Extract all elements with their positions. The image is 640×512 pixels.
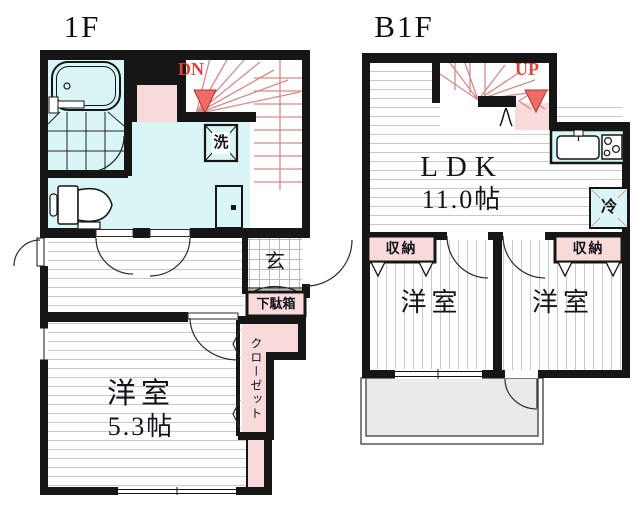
stove-icon	[601, 134, 623, 160]
entrance-label: 玄	[265, 250, 285, 273]
stairs-up-label: UP	[515, 58, 539, 79]
entrance-tile	[248, 234, 302, 292]
washing-machine-box	[203, 123, 239, 163]
door-arc-bath	[87, 135, 125, 173]
walls-b1f	[362, 53, 630, 378]
floor-b1f-title: B1F	[374, 9, 434, 45]
sink-icon	[556, 129, 600, 160]
pipe-space	[248, 440, 264, 487]
door-arc-room-right	[502, 235, 546, 279]
washroom-door-leaf	[215, 185, 243, 229]
entrance-step	[248, 285, 302, 293]
kitchen-counter	[549, 128, 626, 165]
stair-door	[499, 107, 513, 127]
shower-tiles	[47, 111, 125, 173]
fridge-label: 冷	[600, 198, 617, 216]
hanger-icon	[417, 261, 435, 278]
stairs-down-label: DN	[178, 58, 204, 79]
stairs-1f-steps	[195, 57, 302, 190]
western-room-1f-label: 洋室 5.3帖	[106, 378, 175, 441]
floor-1f-title: 1F	[63, 9, 101, 45]
openings-1f	[36, 237, 310, 495]
door-arc-room-1f	[189, 317, 239, 361]
window-south-b1f	[395, 369, 482, 379]
doors-b1f	[446, 235, 546, 410]
closet-folding-doors	[232, 329, 241, 429]
western-room-1f-floor	[48, 320, 238, 487]
bathtub-icon	[48, 61, 121, 114]
shoe-cabinet-box	[245, 290, 307, 318]
door-arc-entrance	[305, 239, 353, 287]
shoe-cabinet-label: 下駄箱	[256, 295, 296, 311]
toilet-icon	[49, 185, 113, 230]
western-room-right-label: 洋室	[531, 288, 594, 318]
storage-left-label: 収納	[385, 240, 418, 257]
stair-landing-b1f	[515, 103, 549, 130]
door-arc-side-exit	[13, 239, 41, 267]
storage-right-box	[553, 234, 624, 278]
stairs-up-arrow	[524, 89, 548, 114]
door-arc-toilet	[95, 237, 134, 275]
washer-label: 洗	[213, 134, 229, 152]
storage-left-box	[366, 234, 437, 278]
terrace	[360, 377, 544, 445]
hanger-icon	[604, 261, 622, 278]
doors-1f	[13, 229, 353, 429]
stairs-down-arrow	[193, 89, 217, 115]
ldk-label: LDK 11.0帖	[420, 151, 504, 214]
hallway-floor	[48, 238, 244, 312]
fridge-box	[589, 187, 629, 229]
closet-label: クローゼット	[248, 337, 263, 421]
stair-landing-1f	[137, 85, 177, 122]
western-room-left-label: 洋室	[400, 288, 463, 318]
floor-b1f	[360, 53, 630, 445]
floor-1f	[13, 50, 353, 495]
storage-right-label: 収納	[572, 240, 605, 257]
door-arc-room-left	[446, 235, 489, 279]
door-arc-washroom	[149, 237, 191, 277]
ldk-floor	[370, 63, 432, 232]
hanger-icon	[369, 261, 387, 278]
door-arc-terrace	[504, 378, 538, 410]
hanger-icon	[556, 261, 574, 278]
